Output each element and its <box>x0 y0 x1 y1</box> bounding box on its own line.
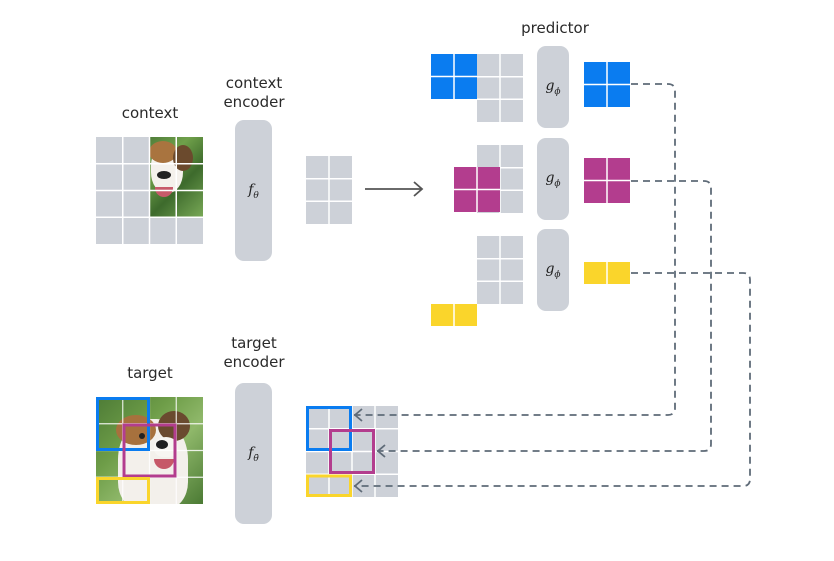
predictor-block-2: gϕ <box>537 138 569 220</box>
predictor-input-3-mask-yellow <box>431 304 477 326</box>
target-label: target <box>127 364 173 382</box>
context-label: context <box>121 104 179 122</box>
target-embedding-grid <box>306 406 398 497</box>
predictor-input-3-context <box>477 236 523 304</box>
context-image-grid <box>96 137 203 244</box>
target-encoder-block: fθ̄ <box>235 383 272 524</box>
context-encoder-label-line1: context <box>225 74 283 92</box>
predictor-input-1-context <box>477 54 523 122</box>
embedding-target-yellow <box>306 474 352 497</box>
predictor-symbol-3: gϕ <box>545 261 561 280</box>
arrow-head-icon <box>413 181 424 197</box>
predictor-block-1: gϕ <box>537 46 569 128</box>
predictor-symbol-2: gϕ <box>545 170 561 189</box>
prediction-yellow <box>584 262 630 284</box>
target-encoder-label-line2: encoder <box>223 353 285 371</box>
target-image-grid <box>96 397 203 504</box>
prediction-magenta <box>584 158 630 203</box>
context-encoder-label-line2: encoder <box>223 93 285 111</box>
dog-mouth <box>154 459 174 469</box>
target-block-magenta <box>122 423 177 478</box>
predictor-input-1-mask-blue <box>431 54 477 99</box>
target-block-yellow <box>96 477 150 504</box>
predictor-block-3: gϕ <box>537 229 569 311</box>
context-embedding <box>306 156 352 224</box>
context-encoder-symbol: fθ <box>248 182 259 201</box>
predictor-input-2-mask-magenta <box>454 167 500 212</box>
predictor-label: predictor <box>521 19 589 37</box>
predictor-symbol-1: gϕ <box>545 78 561 97</box>
target-encoder-symbol: fθ̄ <box>248 445 259 464</box>
connector-magenta <box>377 180 712 452</box>
context-grid-lines <box>96 137 203 244</box>
prediction-blue <box>584 62 630 107</box>
target-encoder-label-line1: target <box>231 334 277 352</box>
dog-nose <box>156 440 168 449</box>
context-encoder-block: fθ <box>235 120 272 261</box>
dog-eye <box>139 433 145 439</box>
target-grid-lines <box>96 397 203 504</box>
